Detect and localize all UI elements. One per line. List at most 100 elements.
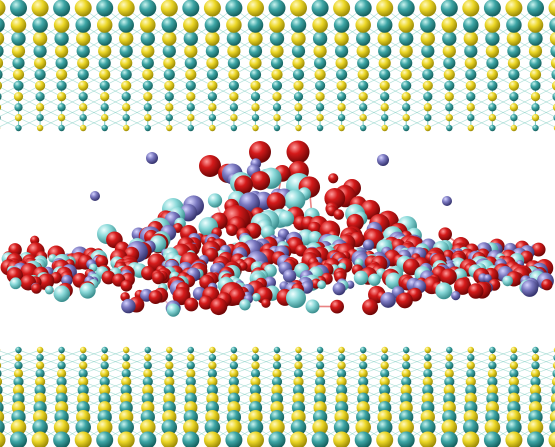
yellow-lattice-atom (206, 392, 219, 405)
yellow-lattice-atom (422, 80, 433, 91)
yellow-lattice-atom (186, 92, 196, 102)
yellow-lattice-atom (484, 17, 501, 33)
teal-lattice-atom (444, 80, 455, 91)
teal-lattice-atom (226, 31, 242, 46)
yellow-lattice-atom (443, 69, 455, 81)
teal-lattice-atom (251, 114, 260, 122)
teal-lattice-atom (397, 0, 415, 17)
teal-lattice-atom (77, 384, 89, 396)
lattice-bond (233, 349, 256, 359)
yellow-lattice-atom (292, 57, 305, 70)
purple-atom (332, 282, 346, 296)
teal-lattice-atom (141, 57, 154, 70)
teal-lattice-atom (35, 368, 45, 379)
yellow-lattice-atom (143, 92, 153, 102)
cyan-atom (79, 282, 96, 299)
teal-lattice-atom (378, 44, 392, 58)
teal-lattice-atom (508, 384, 520, 396)
lattice-bond (212, 349, 235, 359)
yellow-lattice-atom (205, 31, 220, 46)
purple-atom (300, 281, 314, 294)
yellow-lattice-atom (379, 80, 390, 91)
lattice-bond (83, 349, 105, 359)
teal-lattice-atom (423, 368, 433, 379)
cyan-atom (166, 303, 180, 317)
lattice-bond (169, 117, 191, 129)
teal-lattice-atom (549, 419, 555, 435)
yellow-lattice-atom (31, 431, 49, 447)
teal-lattice-atom (290, 17, 307, 33)
yellow-lattice-atom (380, 361, 389, 370)
yellow-lattice-atom (57, 354, 66, 362)
teal-lattice-atom (204, 419, 221, 436)
purple-atom (362, 239, 375, 251)
teal-lattice-atom (483, 431, 501, 447)
teal-lattice-atom (464, 44, 478, 58)
yellow-lattice-atom (36, 124, 44, 132)
yellow-lattice-atom (530, 92, 541, 102)
teal-lattice-atom (509, 368, 519, 379)
lattice-bond (276, 349, 299, 359)
yellow-lattice-atom (207, 376, 218, 387)
cyan-atom (305, 299, 320, 314)
yellow-lattice-atom (11, 44, 26, 58)
yellow-lattice-atom (35, 103, 45, 112)
yellow-lattice-atom (549, 31, 555, 46)
cyan-atom (278, 210, 295, 227)
teal-lattice-atom (0, 355, 1, 360)
yellow-lattice-atom (247, 0, 264, 17)
teal-lattice-atom (399, 31, 414, 46)
cyan-atom (353, 270, 369, 285)
lattice-bond (61, 349, 84, 359)
yellow-lattice-atom (466, 103, 475, 112)
teal-lattice-atom (358, 376, 369, 387)
teal-lattice-atom (531, 361, 540, 370)
teal-lattice-atom (57, 103, 66, 112)
teal-lattice-atom (273, 346, 281, 354)
yellow-lattice-atom (485, 44, 499, 58)
red-atom (468, 283, 484, 299)
yellow-lattice-atom (381, 124, 388, 132)
lattice-bond (406, 117, 428, 129)
teal-lattice-atom (270, 57, 284, 70)
teal-lattice-atom (485, 31, 500, 46)
lattice-bond (255, 349, 278, 359)
yellow-lattice-atom (35, 80, 46, 91)
yellow-lattice-atom (467, 124, 474, 132)
teal-lattice-atom (182, 431, 200, 447)
teal-lattice-atom (185, 80, 196, 91)
teal-lattice-atom (247, 17, 264, 33)
yellow-lattice-atom (230, 114, 238, 122)
lattice-bond (319, 349, 342, 359)
lattice-bond (363, 117, 385, 129)
teal-lattice-atom (0, 420, 5, 435)
yellow-lattice-atom (402, 114, 410, 122)
teal-lattice-atom (354, 431, 372, 447)
teal-lattice-atom (357, 57, 370, 70)
teal-lattice-atom (333, 17, 350, 33)
purple-atom (380, 292, 396, 308)
teal-lattice-atom (445, 361, 454, 370)
yellow-lattice-atom (398, 419, 414, 436)
yellow-lattice-atom (122, 103, 131, 112)
yellow-lattice-atom (465, 80, 476, 91)
teal-lattice-atom (227, 392, 240, 405)
teal-lattice-atom (101, 346, 108, 354)
teal-lattice-atom (54, 31, 69, 46)
red-atom (328, 173, 339, 184)
red-atom (198, 295, 213, 310)
yellow-lattice-atom (123, 124, 130, 132)
yellow-lattice-atom (292, 392, 305, 405)
yellow-lattice-atom (312, 17, 328, 33)
teal-lattice-atom (228, 376, 239, 387)
yellow-lattice-atom (505, 0, 523, 17)
purple-atom (442, 196, 452, 206)
yellow-lattice-atom (78, 80, 89, 91)
red-atom (184, 297, 199, 312)
teal-lattice-atom (97, 31, 112, 46)
yellow-lattice-atom (464, 392, 477, 405)
teal-lattice-atom (529, 57, 542, 70)
teal-lattice-atom (187, 124, 194, 132)
